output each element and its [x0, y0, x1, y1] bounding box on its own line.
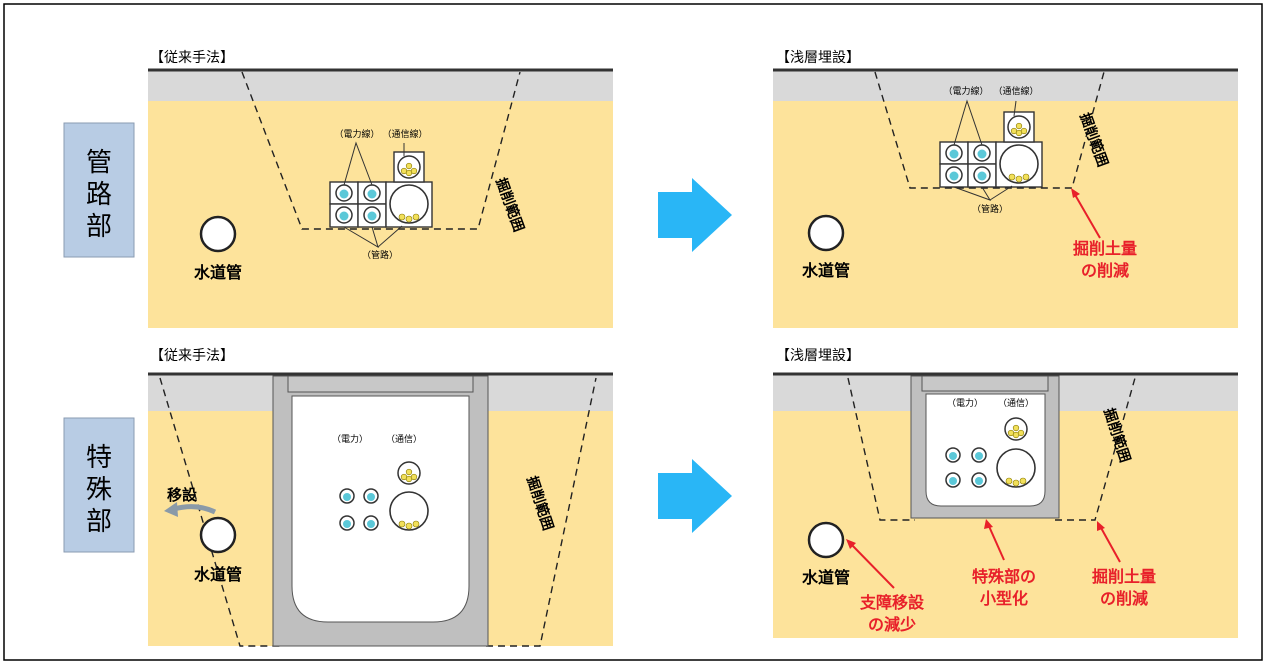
label-char: 路 [86, 180, 112, 210]
power-label: （電力） [332, 433, 368, 445]
conduit-label: （管路） [362, 249, 398, 261]
comm-line-label: （通信線） [993, 85, 1038, 97]
chamber-interior [291, 395, 470, 623]
panel-title: 【従来手法】 [150, 348, 234, 364]
callout-line [987, 523, 1005, 561]
water-pipe-label: 水道管 [194, 263, 242, 282]
excavation-line [1055, 377, 1136, 521]
water-pipe-icon [807, 521, 845, 559]
power-label: （電力） [947, 397, 983, 409]
arrow-right-icon [658, 178, 732, 252]
water-pipe-label: 水道管 [802, 568, 850, 587]
label-char: 部 [86, 507, 112, 537]
comm-line-label: （通信線） [382, 128, 427, 140]
power-line-label: （電力線） [943, 85, 988, 97]
outer-frame [3, 3, 1263, 661]
label-box [63, 417, 135, 553]
callout-arrowhead-icon [1097, 521, 1105, 531]
callout-text: 支障移設 [859, 593, 925, 612]
pavement [773, 70, 1238, 101]
label-char: 管 [86, 148, 112, 178]
excavation-line [486, 377, 597, 647]
callout-arrowhead-icon [846, 539, 856, 549]
label-char: 特 [86, 443, 112, 473]
concrete-lid [287, 375, 474, 393]
water-pipe-icon [807, 214, 845, 252]
water-pipe-icon [199, 215, 237, 253]
callout-arrowhead-icon [984, 519, 993, 529]
callout-text: の減少 [868, 615, 916, 634]
panel-conventional-special: 【従来手法】 （電力） （通信） 掘削範囲 移設 水道管 [148, 348, 613, 647]
callout-arrowhead-icon [1071, 188, 1080, 198]
label-special-section: 特 殊 部 [63, 417, 135, 553]
callout-line [1073, 192, 1101, 239]
callout-text: の削減 [1100, 589, 1148, 608]
cable-group [339, 461, 429, 531]
panel-title: 【従来手法】 [150, 50, 234, 66]
comm-label: （通信） [386, 433, 422, 445]
relocation-arrow [173, 504, 217, 515]
conduit-label: （管路） [972, 203, 1008, 215]
callout-line [849, 542, 895, 589]
callout-line [1099, 525, 1121, 563]
excavation-line [874, 71, 1105, 189]
arrow-right-icon [658, 459, 732, 533]
excavation-line [159, 377, 280, 647]
power-line-label: （電力線） [334, 128, 379, 140]
label-char: 殊 [86, 475, 112, 505]
chamber-interior [925, 393, 1046, 507]
panel-shallow-pipe: 【浅層埋設】 （電力線） （通信線） （管路） 掘削範囲 [773, 50, 1238, 328]
water-pipe-icon [199, 516, 237, 554]
relocation-label: 移設 [167, 486, 198, 504]
relocation-arrowhead-icon [164, 502, 178, 517]
label-pipe-section: 管 路 部 [63, 122, 135, 258]
excavation-line [241, 71, 521, 230]
cable-group [945, 417, 1036, 488]
callout-text: 特殊部の [972, 567, 1036, 586]
label-box [63, 122, 135, 258]
panel-conventional-pipe: 【従来手法】 （電力線） （通信線） （管路） 掘削範囲 [148, 50, 613, 328]
panel-shallow-special: 【浅層埋設】 （電力） （通信） 掘削範囲 水道管 支障移設 の減少 特殊部の [773, 348, 1238, 638]
soil [773, 70, 1238, 328]
panel-title: 【浅層埋設】 [776, 348, 860, 364]
water-pipe-label: 水道管 [802, 261, 850, 280]
conduit-bank [939, 111, 1043, 188]
excavation-line [847, 377, 915, 521]
concrete-lid [921, 375, 1049, 392]
callout-text: 掘削土量 [1073, 239, 1137, 258]
water-pipe-label: 水道管 [194, 565, 242, 584]
callout-text: 小型化 [980, 589, 1028, 608]
conduit-bank [329, 151, 433, 228]
callout-text: の削減 [1081, 261, 1129, 280]
comm-label: （通信） [998, 397, 1034, 409]
panel-title: 【浅層埋設】 [776, 50, 860, 66]
callout-text: 掘削土量 [1092, 567, 1156, 586]
pavement [148, 70, 613, 101]
label-char: 部 [86, 212, 112, 242]
